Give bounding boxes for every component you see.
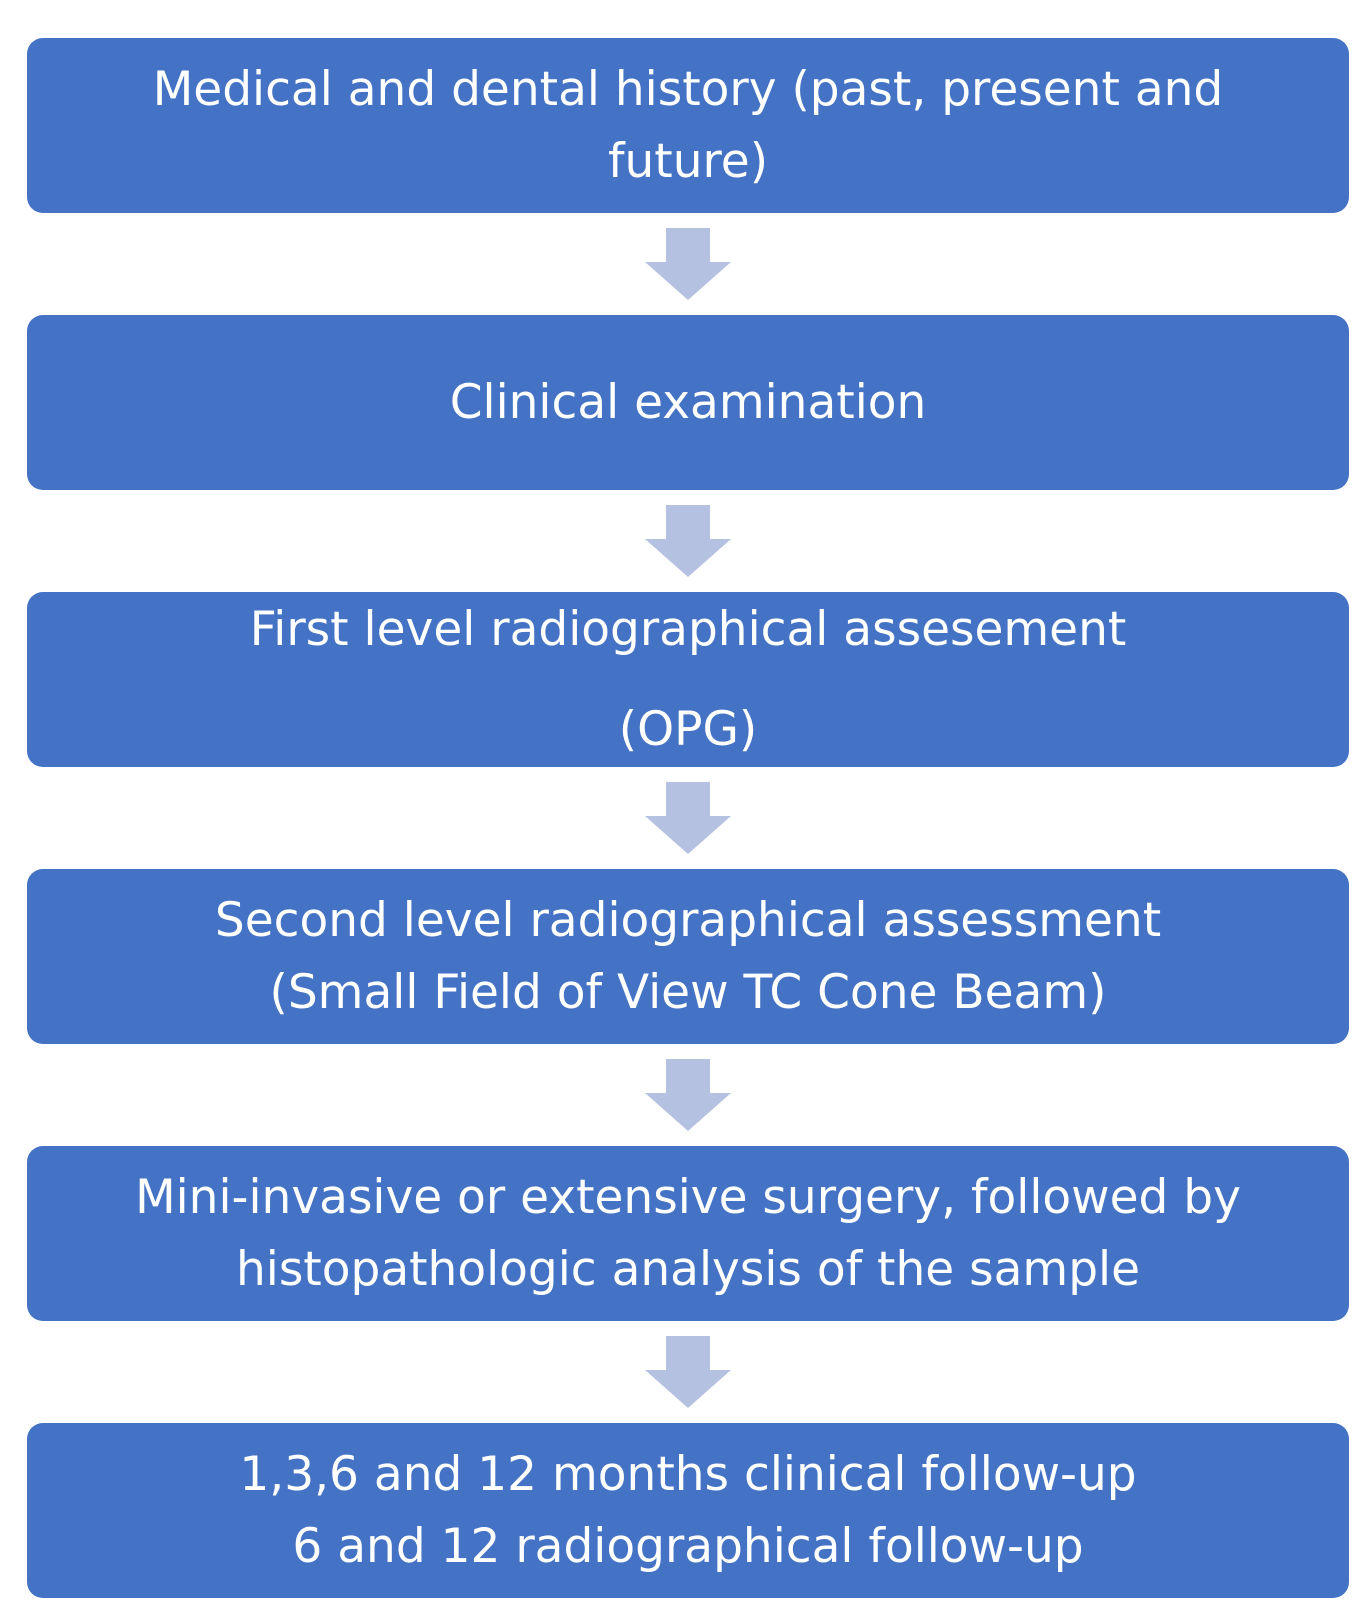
step-medical-dental-history: Medical and dental history (past, presen… (27, 38, 1349, 213)
step-text-line: Mini-invasive or extensive surgery, foll… (135, 1169, 1241, 1225)
step-text-line: Second level radiographical assessment (214, 892, 1162, 948)
step-text-line: Medical and dental history (past, presen… (152, 61, 1224, 117)
down-arrow-icon (645, 505, 731, 577)
down-arrow-icon (645, 228, 731, 300)
step-surgery-histopathology: Mini-invasive or extensive surgery, foll… (27, 1146, 1349, 1321)
step-text-line: (OPG) (618, 701, 758, 757)
step-clinical-examination: Clinical examination (27, 315, 1349, 490)
step-follow-up: 1,3,6 and 12 months clinical follow-up 6… (27, 1423, 1349, 1598)
step-text-line: histopathologic analysis of the sample (235, 1241, 1141, 1297)
step-text-line: future) (607, 133, 769, 189)
step-text-line: 6 and 12 radiographical follow-up (292, 1518, 1084, 1574)
step-second-level-radiographical-assessment: Second level radiographical assessment (… (27, 869, 1349, 1044)
down-arrow-icon (645, 782, 731, 854)
step-first-level-radiographical-assessment: First level radiographical assesement (O… (27, 592, 1349, 767)
step-text-line: Clinical examination (449, 374, 927, 430)
step-text-line: 1,3,6 and 12 months clinical follow-up (239, 1446, 1137, 1502)
down-arrow-icon (645, 1059, 731, 1131)
step-text-line: First level radiographical assesement (249, 601, 1127, 657)
step-text-line: (Small Field of View TC Cone Beam) (269, 964, 1107, 1020)
down-arrow-icon (645, 1336, 731, 1408)
